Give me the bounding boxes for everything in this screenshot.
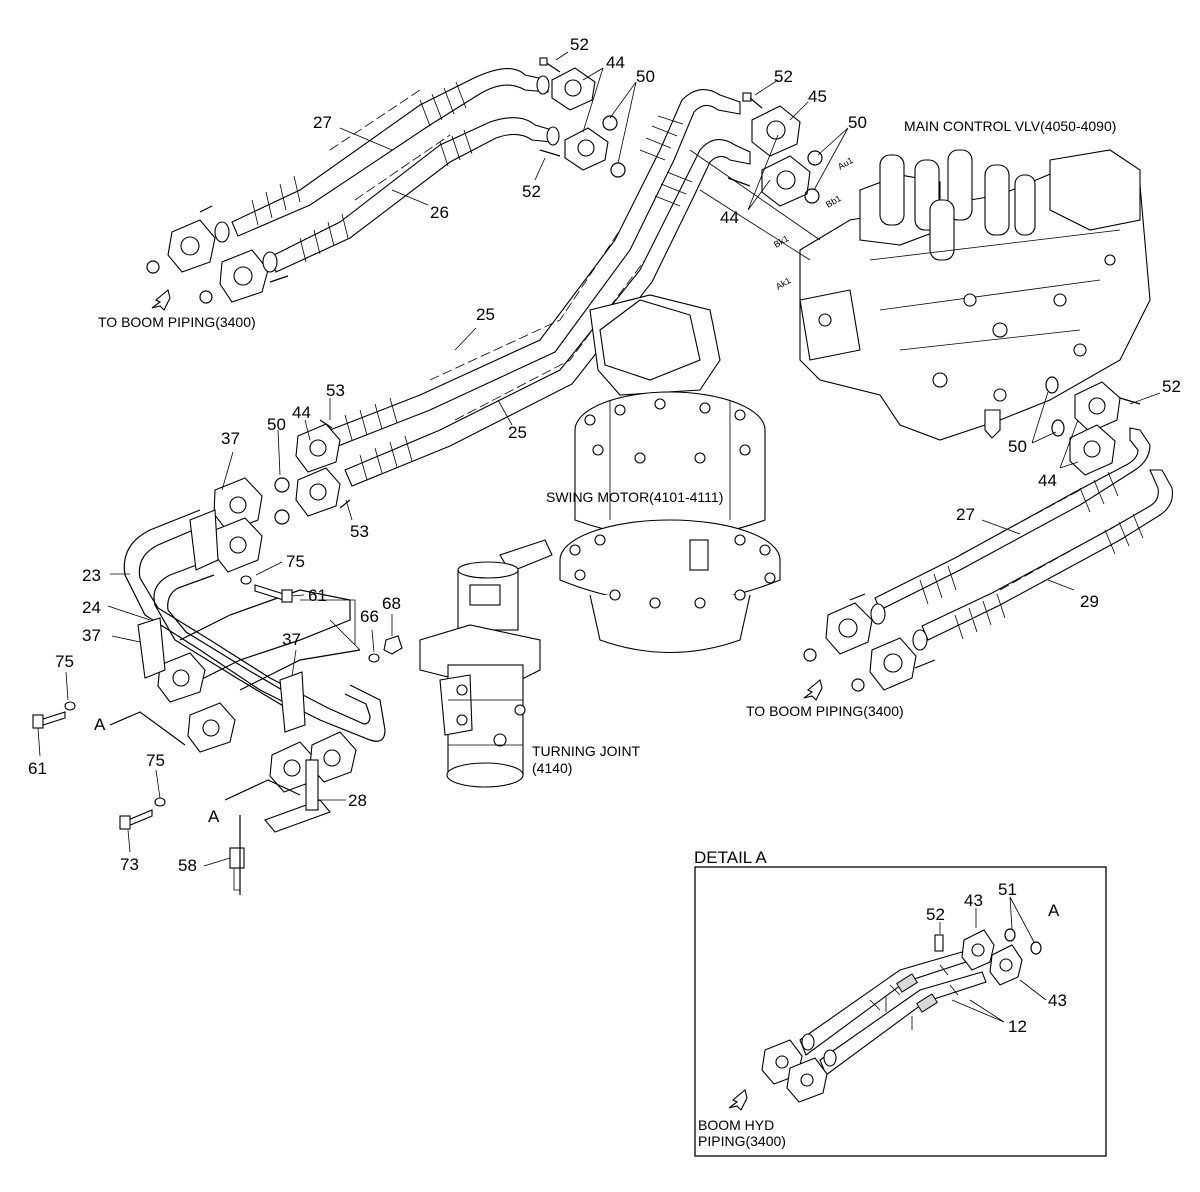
detail-callout-43: 43 bbox=[964, 891, 983, 910]
callout-27: 27 bbox=[313, 113, 332, 132]
callout-numbers: 52 44 50 27 52 26 52 45 50 44 25 25 53 4… bbox=[28, 35, 1181, 1036]
arrow-to-boom-lower bbox=[803, 679, 823, 701]
hose-27-right bbox=[874, 427, 1151, 611]
detail-callout-52: 52 bbox=[926, 905, 945, 924]
callout-75: 75 bbox=[55, 652, 74, 671]
port-label-ak1: Ak1 bbox=[774, 275, 792, 291]
callout-45: 45 bbox=[808, 87, 827, 106]
callout-75: 75 bbox=[286, 552, 305, 571]
callout-61: 61 bbox=[28, 759, 47, 778]
flange-44-upper bbox=[536, 67, 626, 178]
port-label-au1: Au1 bbox=[836, 155, 855, 172]
callout-44: 44 bbox=[1038, 471, 1057, 490]
flange-45 bbox=[727, 92, 823, 207]
hose-25-a bbox=[329, 89, 741, 447]
callout-37: 37 bbox=[82, 626, 101, 645]
callout-a-marker: A bbox=[208, 807, 220, 826]
callout-66: 66 bbox=[360, 607, 379, 626]
swing-motor bbox=[559, 294, 781, 653]
callout-50: 50 bbox=[267, 415, 286, 434]
callout-37: 37 bbox=[282, 630, 301, 649]
boom-flange-lower bbox=[803, 593, 936, 692]
callout-58: 58 bbox=[178, 856, 197, 875]
callout-53: 53 bbox=[350, 522, 369, 541]
bolt-52-upper bbox=[539, 57, 561, 157]
clamps-37 bbox=[137, 509, 331, 833]
hose-25-b bbox=[344, 139, 751, 487]
caption-main-control-valve: MAIN CONTROL VLV(4050-4090) bbox=[904, 118, 1116, 134]
callout-37: 37 bbox=[221, 429, 240, 448]
caption-turning-joint-number: (4140) bbox=[532, 760, 572, 776]
callout-25: 25 bbox=[508, 423, 527, 442]
detail-callout-a: A bbox=[1048, 901, 1060, 920]
leader-lines bbox=[37, 51, 1161, 1023]
callout-52: 52 bbox=[774, 67, 793, 86]
callout-68: 68 bbox=[382, 594, 401, 613]
turning-joint bbox=[419, 539, 553, 788]
callout-27: 27 bbox=[956, 505, 975, 524]
boom-flange-upper bbox=[146, 205, 289, 304]
detail-a-box bbox=[694, 866, 1107, 1157]
caption-boom-hyd-piping: PIPING(3400) bbox=[698, 1133, 786, 1149]
hose-29 bbox=[921, 469, 1174, 641]
detail-callout-12: 12 bbox=[1008, 1017, 1027, 1036]
pipe-28 bbox=[179, 589, 361, 691]
callout-52: 52 bbox=[522, 182, 541, 201]
callout-28: 28 bbox=[348, 791, 367, 810]
callout-53: 53 bbox=[326, 381, 345, 400]
detail-callout-51: 51 bbox=[998, 880, 1017, 899]
callout-75: 75 bbox=[146, 751, 165, 770]
flanges-left-pipes bbox=[157, 477, 357, 793]
callout-24: 24 bbox=[82, 598, 101, 617]
caption-turning-joint: TURNING JOINT bbox=[532, 743, 641, 759]
flange-44-left bbox=[274, 419, 351, 525]
pipe-24 bbox=[153, 559, 297, 711]
callout-23: 23 bbox=[82, 566, 101, 585]
section-marker-a bbox=[109, 599, 361, 895]
port-label-bk1: Bk1 bbox=[772, 233, 790, 249]
caption-swing-motor: SWING MOTOR(4101-4111) bbox=[546, 489, 723, 505]
flange-44-right bbox=[1045, 376, 1141, 476]
caption-boom-hyd: BOOM HYD bbox=[698, 1117, 774, 1133]
caption-to-boom-piping-lower: TO BOOM PIPING(3400) bbox=[746, 703, 904, 719]
caption-to-boom-piping-upper: TO BOOM PIPING(3400) bbox=[98, 314, 256, 330]
caption-detail-a: DETAIL A bbox=[694, 848, 767, 867]
captions: MAIN CONTROL VLV(4050-4090) SWING MOTOR(… bbox=[98, 118, 1116, 1149]
callout-26: 26 bbox=[430, 203, 449, 222]
callout-50: 50 bbox=[1008, 437, 1027, 456]
callout-44: 44 bbox=[606, 53, 625, 72]
callout-50: 50 bbox=[636, 67, 655, 86]
callout-50: 50 bbox=[848, 113, 867, 132]
detail-callout-43: 43 bbox=[1048, 991, 1067, 1010]
arrow-to-boom-upper bbox=[151, 289, 171, 311]
callout-29: 29 bbox=[1080, 592, 1099, 611]
callout-44: 44 bbox=[720, 208, 739, 227]
main-control-valve bbox=[689, 149, 1151, 441]
callout-a-marker: A bbox=[94, 715, 106, 734]
hose-27-upper bbox=[231, 68, 549, 237]
pipe-23 bbox=[123, 509, 386, 742]
callout-25: 25 bbox=[476, 305, 495, 324]
callout-44: 44 bbox=[292, 403, 311, 422]
callout-61: 61 bbox=[308, 586, 327, 605]
port-label-bb1: Bb1 bbox=[824, 193, 843, 210]
callout-73: 73 bbox=[120, 855, 139, 874]
callout-52: 52 bbox=[570, 35, 589, 54]
callout-52: 52 bbox=[1162, 377, 1181, 396]
